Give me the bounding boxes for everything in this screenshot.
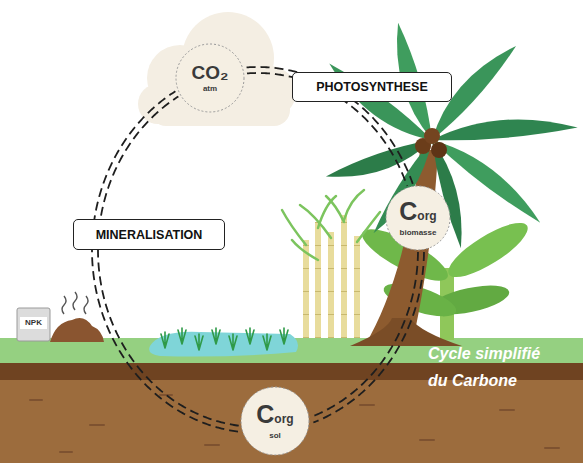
rice-shoot	[161, 332, 169, 348]
cane-stalk	[315, 222, 321, 338]
pool-text-group: Corgbiomasse	[385, 185, 451, 251]
smell-line	[73, 292, 77, 310]
pool-name: CO₂	[192, 63, 229, 83]
soil-mark	[360, 404, 374, 406]
rice-shoot	[280, 328, 288, 344]
pool-text-group: CO₂atm	[175, 43, 245, 113]
paddy-water	[149, 332, 298, 357]
carbon-pool-circle: CO₂atm	[175, 43, 245, 113]
cycle-connector	[311, 252, 424, 423]
rice-shoot	[178, 328, 186, 344]
soil-mark	[420, 439, 434, 441]
soil-mark	[205, 444, 219, 446]
soil-mark	[30, 399, 42, 401]
cloud	[138, 12, 296, 126]
dashed-track	[92, 91, 238, 431]
pool-circle	[386, 186, 450, 250]
smell-line	[62, 296, 66, 314]
soil-mark	[160, 394, 172, 396]
rice-shoot	[195, 334, 203, 350]
cane-stalk	[328, 232, 334, 338]
pool-location: sol	[269, 431, 281, 440]
bag-label: NPK	[17, 318, 50, 327]
soil-mark	[500, 409, 514, 411]
pool-name: Corg	[399, 200, 436, 227]
soil-mark	[60, 451, 72, 453]
manure-pile	[50, 318, 104, 342]
banner-title: Cycle simplifié du Carbone	[428, 340, 553, 394]
cane-leaf	[300, 205, 331, 238]
palm-frond	[431, 109, 578, 148]
smell-line	[84, 296, 88, 314]
process-label-box: MINERALISATION	[73, 219, 225, 250]
coconut	[424, 128, 440, 144]
pool-location: atm	[203, 84, 217, 93]
cane-stalk	[341, 215, 347, 338]
rice-paddy	[149, 328, 298, 357]
rice-shoots	[161, 328, 288, 350]
coconut	[431, 142, 447, 158]
cane-node	[315, 222, 321, 338]
soil-mark	[545, 447, 559, 449]
process-label-box: PHOTOSYNTHESE	[292, 72, 452, 102]
rice-shoot	[229, 334, 237, 350]
dashed-track	[313, 252, 424, 423]
sugar-cane	[282, 190, 380, 338]
cane-leaves	[282, 190, 380, 260]
pool-location: biomasse	[400, 228, 437, 237]
dashed-track	[311, 252, 418, 417]
cane-stalks	[306, 215, 357, 338]
fertiliser-bag	[17, 308, 50, 341]
rice-shoot	[263, 334, 271, 350]
cane-leaf	[282, 210, 306, 245]
pool-text-group: Corgsol	[240, 386, 310, 456]
cycle-connector	[92, 91, 239, 431]
cane-nodes	[306, 215, 357, 338]
cane-leaf	[292, 240, 318, 260]
cane-node	[328, 232, 334, 338]
dashed-track	[98, 96, 239, 425]
rice-shoot	[212, 328, 220, 344]
pool-name: Corg	[256, 403, 293, 430]
cane-leaf	[357, 212, 380, 242]
palm-roots	[350, 318, 462, 346]
rice-shoot	[246, 328, 254, 344]
pool-circle	[241, 387, 309, 455]
smell-lines	[62, 292, 88, 314]
carbon-pool-circle: Corgsol	[240, 386, 310, 456]
cane-node	[354, 236, 360, 338]
cane-node	[341, 215, 347, 338]
carbon-pool-circle: Corgbiomasse	[385, 185, 451, 251]
pool-circle	[176, 44, 244, 112]
cane-stalk	[354, 236, 360, 338]
cane-leaf	[344, 190, 364, 220]
soil-mark	[90, 424, 104, 426]
cane-leaf	[326, 196, 344, 222]
